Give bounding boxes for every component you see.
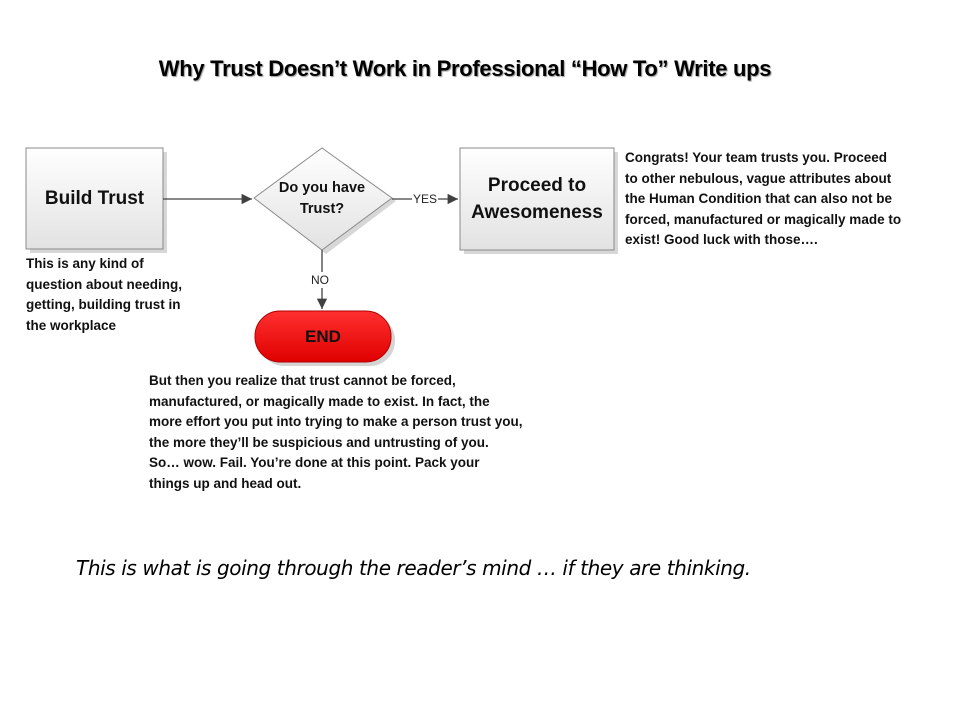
build-trust-label: Build Trust: [44, 187, 145, 209]
proceed-note: Congrats! Your team trusts you. Proceed …: [625, 150, 902, 247]
proceed-box: [459, 147, 615, 251]
build-trust-note: This is any kind of question about needi…: [26, 256, 182, 333]
decision-label: Do you have Trust?: [278, 180, 366, 217]
no-label: NO: [311, 273, 329, 287]
end-note: But then you realize that trust cannot b…: [149, 373, 523, 491]
end-label: END: [305, 326, 341, 346]
build-trust-box: [25, 147, 164, 250]
no-label-bg: [309, 272, 335, 288]
page-title: Why Trust Doesn’t Work in Professional “…: [158, 56, 772, 81]
end-terminator: [254, 310, 392, 363]
caption: This is what is going through the reader…: [76, 556, 751, 580]
proceed-label: Proceed to Awesomeness: [471, 175, 603, 223]
yes-label-bg: [412, 192, 438, 206]
yes-label: YES: [413, 192, 438, 206]
